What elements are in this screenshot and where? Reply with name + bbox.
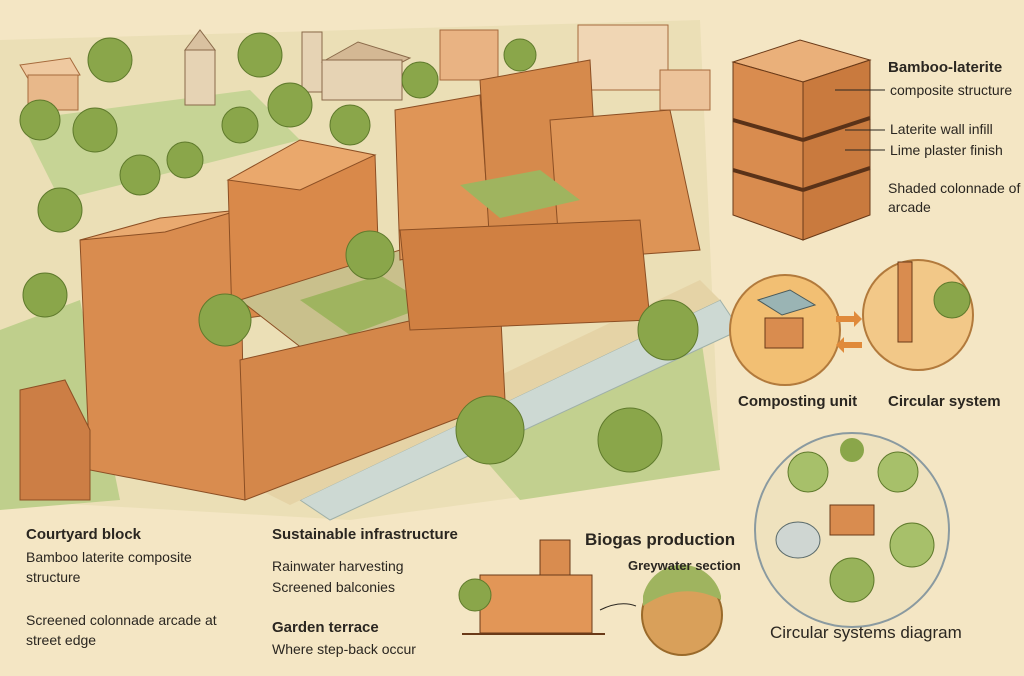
legend-terrace-title: Garden terrace xyxy=(272,619,379,636)
tree xyxy=(401,61,439,99)
corner-building xyxy=(19,379,91,501)
callout-shaded-colonnade: Shaded colonnade of xyxy=(888,180,1021,196)
label-biogas-production: Biogas production xyxy=(585,530,736,549)
tree xyxy=(221,106,259,144)
callout-bamboo-laterite: Bamboo-laterite xyxy=(888,59,1003,76)
node-greens-left xyxy=(787,451,829,493)
tree xyxy=(458,578,492,612)
callout-lime-plaster: Lime plaster finish xyxy=(890,142,1003,158)
callout-laterite-infill: Laterite wall infill xyxy=(890,121,993,137)
node-tank xyxy=(775,521,821,559)
label-composting-unit: Composting unit xyxy=(738,393,858,410)
tower-center-roof xyxy=(226,139,377,191)
biogas-building xyxy=(479,574,593,634)
church-tower xyxy=(301,31,323,93)
node-leaf xyxy=(840,438,864,462)
label-circular-system: Circular system xyxy=(888,393,1001,410)
tree xyxy=(72,107,118,153)
bg-block-1 xyxy=(439,29,499,81)
greywater-soil xyxy=(643,564,721,606)
tree xyxy=(503,38,537,72)
arrow-left xyxy=(836,337,862,353)
tree xyxy=(329,104,371,146)
tree xyxy=(933,281,971,319)
node-house xyxy=(829,504,875,536)
tree xyxy=(237,32,283,78)
tree xyxy=(198,293,252,347)
legend-infra-line1: Rainwater harvesting xyxy=(272,558,404,574)
wing-right-arcade xyxy=(399,219,651,331)
legend-colonnade-line2: street edge xyxy=(26,632,97,648)
tree xyxy=(19,99,61,141)
floor-slab-3 xyxy=(732,168,804,192)
bg-block-3 xyxy=(659,69,711,111)
frame-side xyxy=(802,59,871,241)
city-scene xyxy=(0,20,741,521)
roof-garden xyxy=(460,170,580,218)
background-buildings xyxy=(19,24,711,111)
legend-courtyard-title: Courtyard block xyxy=(26,526,142,543)
legend-colonnade-line1: Screened colonnade arcade at xyxy=(26,612,217,628)
legend-infra-title: Sustainable infrastructure xyxy=(272,526,458,543)
tree xyxy=(166,141,204,179)
structure-detail xyxy=(731,39,885,241)
tree xyxy=(597,407,663,473)
floor-slab-4 xyxy=(802,166,871,192)
tree xyxy=(637,299,699,361)
tree xyxy=(37,187,83,233)
legend-terrace-line1: Where step-back occur xyxy=(272,641,416,657)
node-garden xyxy=(889,522,935,568)
composting-detail xyxy=(729,259,974,386)
wall-section xyxy=(897,261,913,343)
legend-courtyard-line2: structure xyxy=(26,569,81,585)
tree xyxy=(22,272,68,318)
tree xyxy=(119,154,161,196)
courtyard-complex xyxy=(79,59,701,501)
wing-left-front xyxy=(79,209,246,501)
label-circular-systems-diagram: Circular systems diagram xyxy=(770,623,962,642)
garden-bed xyxy=(300,275,430,335)
flow-arrow xyxy=(599,603,637,611)
trees xyxy=(19,32,699,473)
arrow-right xyxy=(836,311,862,327)
church xyxy=(321,59,403,101)
floor-slab-1 xyxy=(732,118,804,142)
tree xyxy=(345,230,395,280)
callout-arcade: arcade xyxy=(888,199,931,215)
label-greywater-section: Greywater section xyxy=(628,558,741,573)
chapel xyxy=(184,49,216,106)
tree xyxy=(455,395,525,465)
floor-slab-2 xyxy=(802,116,871,142)
tree xyxy=(267,82,313,128)
legend-courtyard-line1: Bamboo laterite composite xyxy=(26,549,192,565)
bg-block-2 xyxy=(577,24,669,91)
callout-composite-structure: composite structure xyxy=(890,82,1013,98)
circular-systems-diagram xyxy=(754,432,950,628)
biogas-section xyxy=(458,539,723,656)
node-compost xyxy=(829,557,875,603)
tree xyxy=(87,37,133,83)
frame-front xyxy=(732,61,804,241)
compost-canopy xyxy=(756,289,817,316)
compost-hut xyxy=(764,317,804,349)
node-greens-right xyxy=(877,451,919,493)
legend-infra-line2: Screened balconies xyxy=(272,579,395,595)
